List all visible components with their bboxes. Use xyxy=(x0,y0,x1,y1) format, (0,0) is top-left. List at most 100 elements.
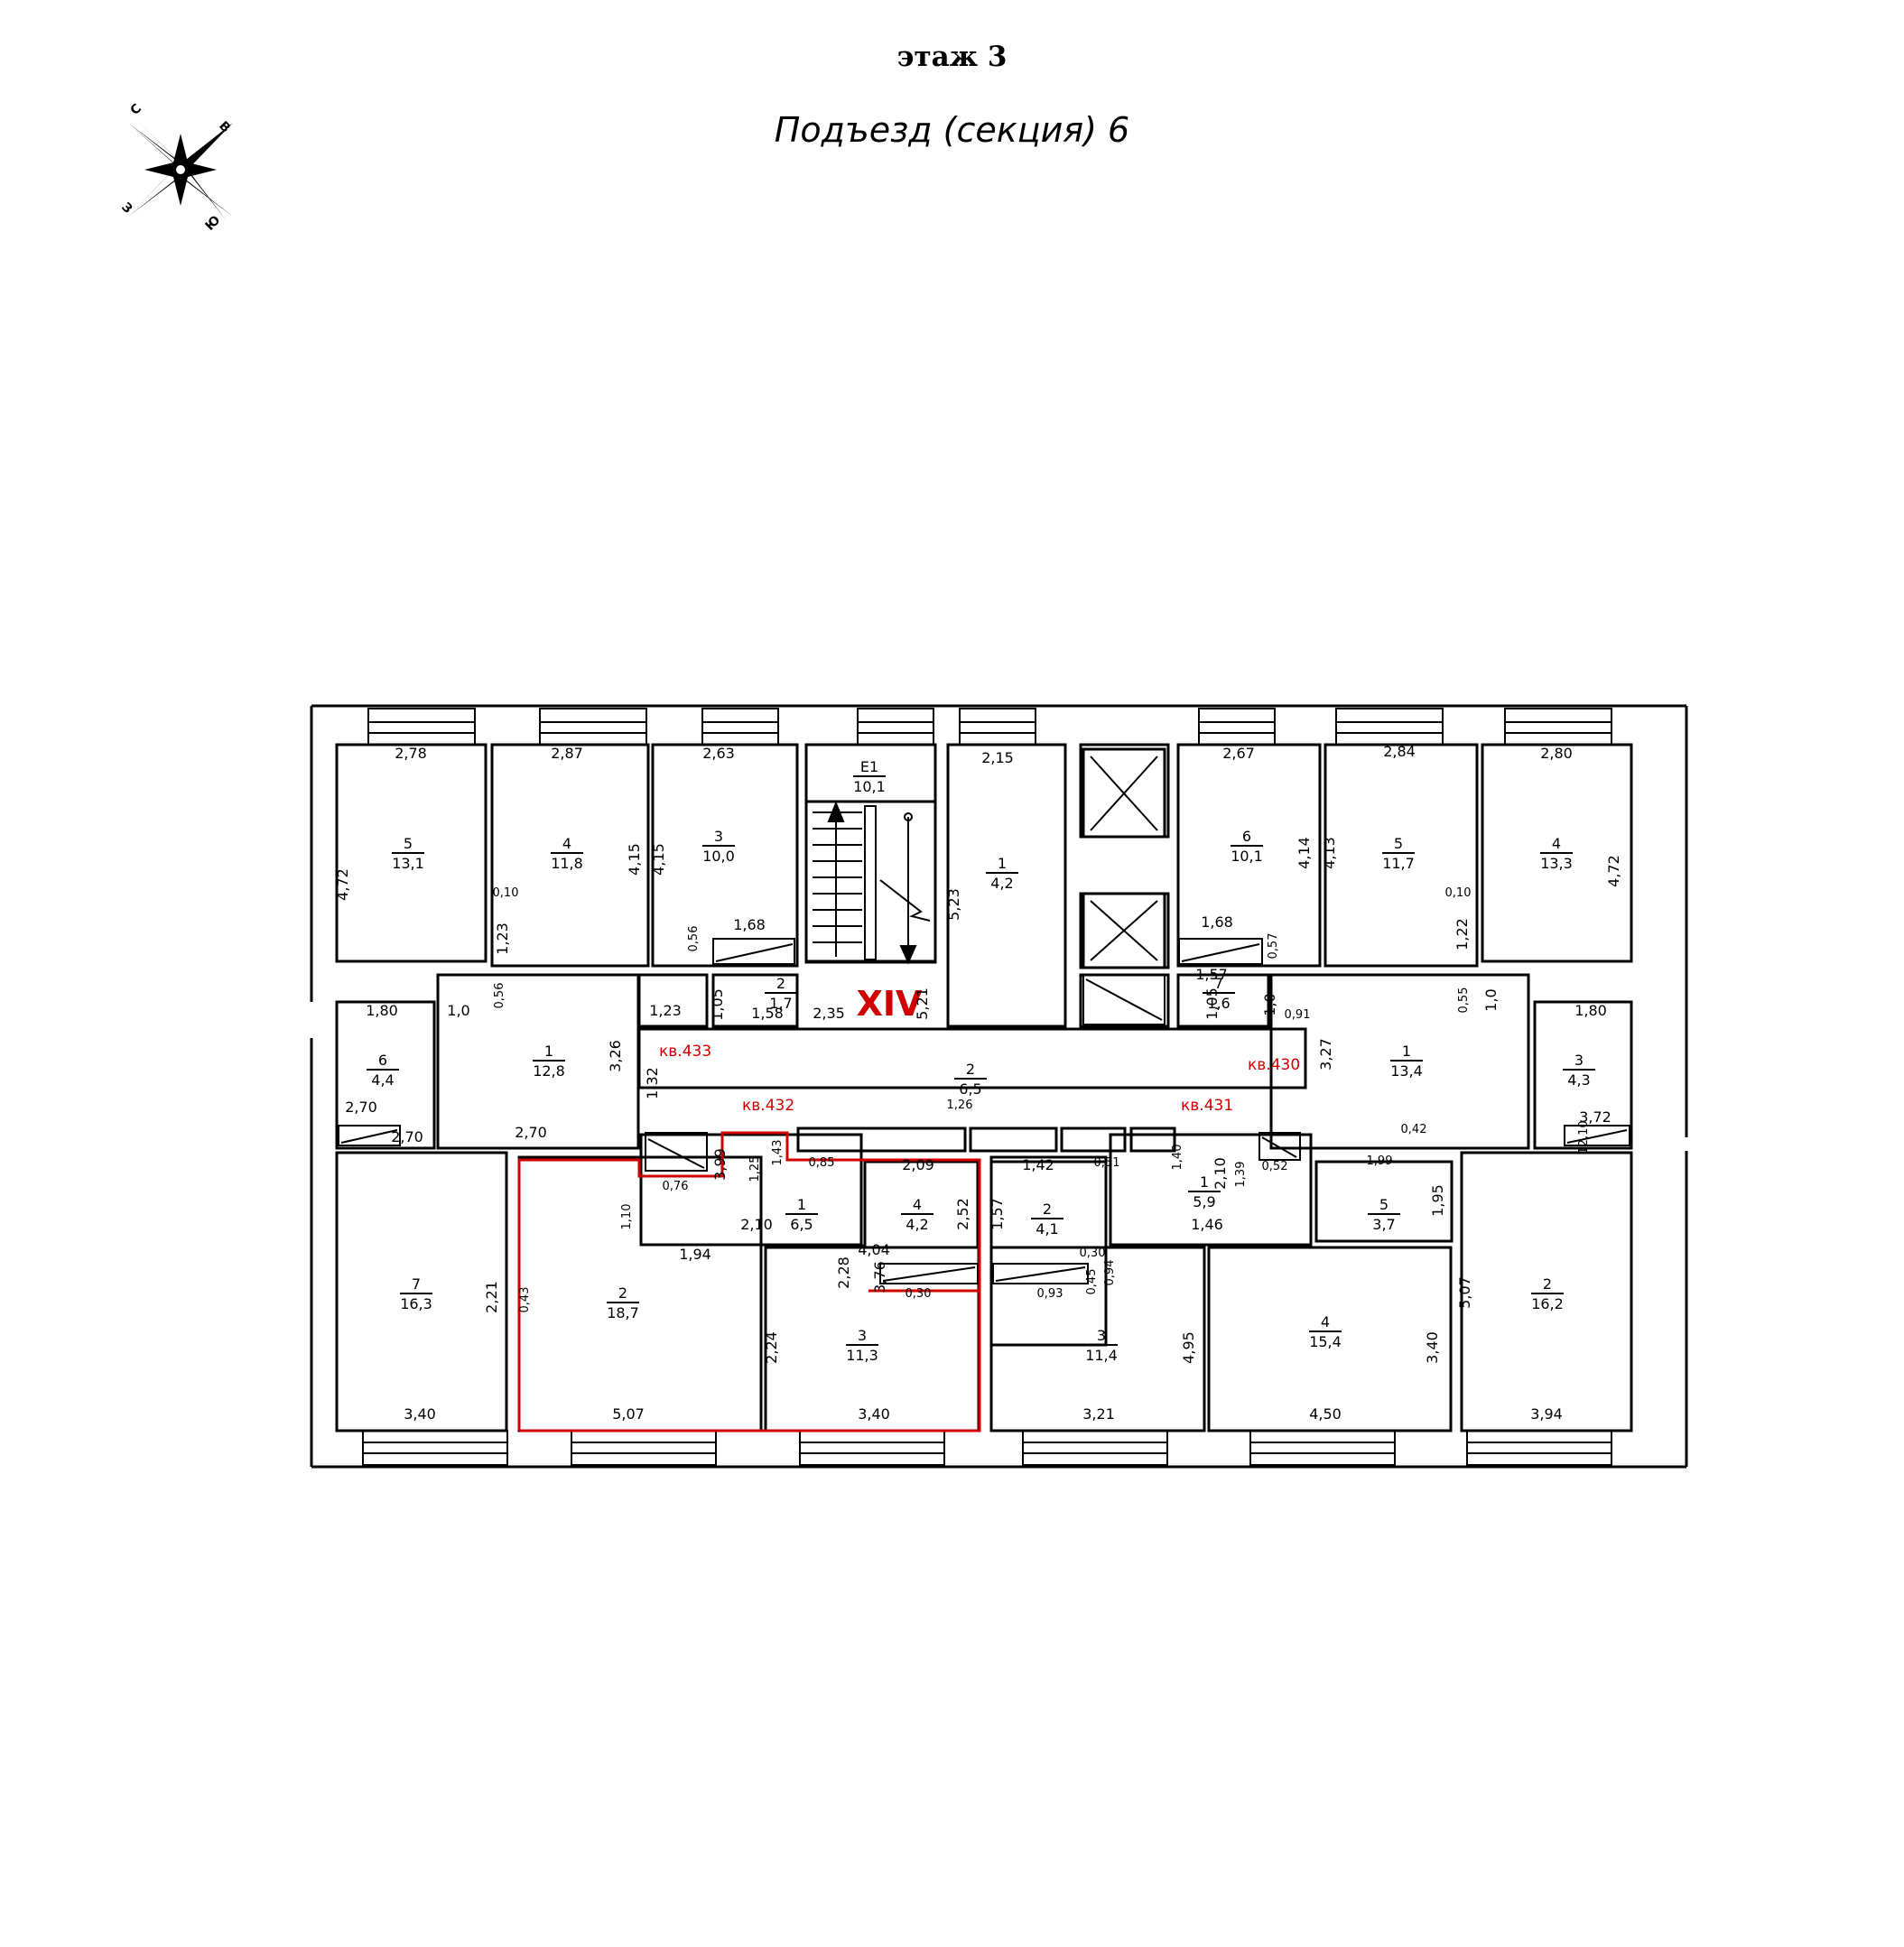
room-area: 1,7 xyxy=(769,995,792,1012)
room-label: 71,6 xyxy=(1203,975,1235,1012)
room-area: 4,4 xyxy=(371,1071,394,1089)
dimension-label: 2,10 xyxy=(1212,1157,1229,1190)
dimension-label: 2,28 xyxy=(835,1256,852,1289)
dimension-label: 1,80 xyxy=(366,1002,398,1019)
building-outline xyxy=(310,704,1688,1469)
dimension-label: 0,85 xyxy=(809,1156,835,1170)
dimension-label: 3,40 xyxy=(404,1405,436,1423)
room-number: 3 xyxy=(714,828,723,845)
dimension-label: 3,94 xyxy=(1530,1405,1563,1423)
dimension-label: 3,99 xyxy=(711,1148,729,1181)
dimension-label: 0,10 xyxy=(1445,886,1472,900)
dimension-label: 2,09 xyxy=(902,1156,934,1173)
dimension-label: 2,87 xyxy=(551,745,583,762)
room-label: 218,7 xyxy=(607,1284,639,1321)
dimension-label: 0,45 xyxy=(1085,1269,1099,1295)
room-area: 11,8 xyxy=(551,855,583,872)
dimension-label: 2,10 xyxy=(740,1216,773,1233)
room-area: 12,8 xyxy=(533,1062,565,1080)
room-area: 13,3 xyxy=(1540,855,1573,872)
dimension-label: 12,10 xyxy=(1577,1120,1591,1154)
dimension-label: 1,32 xyxy=(644,1067,661,1099)
room-area: 4,1 xyxy=(1036,1220,1058,1238)
floor-title: этаж 3 xyxy=(896,41,1008,73)
room-label: 44,2 xyxy=(901,1196,933,1233)
room-number: 1 xyxy=(1200,1173,1209,1191)
room-number: 4 xyxy=(1552,835,1561,852)
room-number: 1 xyxy=(797,1196,806,1213)
dimension-label: 3,94 xyxy=(0,0,16,4)
dimension-label: 3,19 xyxy=(0,0,16,4)
windows-top xyxy=(367,708,1612,746)
room-area: 6,5 xyxy=(959,1080,981,1098)
room-number: 5 xyxy=(1379,1196,1389,1213)
dimension-label: 0,56 xyxy=(687,926,701,952)
dimension-label: 3,76 xyxy=(871,1261,888,1293)
room-number: 7 xyxy=(412,1275,421,1293)
ventilation-duct-icon xyxy=(338,938,1630,1284)
room-number: 2 xyxy=(1043,1201,1052,1218)
stair-label: XIV xyxy=(857,984,923,1024)
dimension-label: 1,80 xyxy=(1574,1002,1607,1019)
dimension-label: 4,15 xyxy=(626,843,643,876)
dimension-label: 0,30 xyxy=(1080,1247,1106,1260)
room-number: 7 xyxy=(1214,975,1223,992)
dimension-label: 1,99 xyxy=(1367,1154,1393,1168)
room-area: 1,6 xyxy=(1207,995,1230,1012)
room-number: 6 xyxy=(378,1052,387,1069)
apartment-label-432: кв.432 xyxy=(742,1097,794,1115)
staircase-icon xyxy=(813,801,931,965)
dimension-label: 0,91 xyxy=(1285,1008,1311,1022)
room-label: 14,2 xyxy=(986,855,1018,892)
room-area: 16,3 xyxy=(400,1295,432,1312)
room-area: 4,2 xyxy=(906,1216,928,1233)
dimension-label: 0,56 xyxy=(493,983,506,1009)
dimension-label: 1,26 xyxy=(947,1099,973,1112)
room-area: 10,1 xyxy=(853,778,886,795)
dimension-label: 1,58 xyxy=(751,1005,784,1022)
dimension-label: 4,04 xyxy=(858,1241,890,1258)
dimension-label: 0,42 xyxy=(1401,1123,1427,1136)
room-number: 4 xyxy=(913,1196,922,1213)
dimension-label: 1,05 xyxy=(1203,987,1221,1020)
dimension-label: 5,07 xyxy=(1456,1276,1473,1309)
highlighted-apartment-outline xyxy=(517,1131,981,1432)
room-area: 13,4 xyxy=(1390,1062,1423,1080)
room-label: 24,1 xyxy=(1031,1201,1063,1238)
dimension-label: 1,23 xyxy=(494,923,511,955)
dimension-label: 0,76 xyxy=(663,1180,689,1193)
dimension-label: 3,27 xyxy=(1317,1038,1334,1071)
room-area: 5,9 xyxy=(1193,1193,1215,1210)
dimension-label: 3,72 xyxy=(1579,1108,1611,1126)
room-label: 511,7 xyxy=(1382,835,1415,872)
dimension-label: 1,0 xyxy=(1482,988,1500,1011)
dimension-label: 5,07 xyxy=(612,1405,645,1423)
dimension-label: 2,80 xyxy=(1540,745,1573,762)
room-label: 64,4 xyxy=(367,1052,399,1089)
room-label: 53,7 xyxy=(1368,1196,1400,1233)
dimension-label: 2,84 xyxy=(1383,743,1416,760)
apartment-label-431: кв.431 xyxy=(1181,1097,1233,1115)
room-label: 311,3 xyxy=(846,1327,878,1364)
elevator-shaft-icon xyxy=(1090,756,1158,961)
dimension-label: 5,23 xyxy=(945,888,962,921)
room-number: 1 xyxy=(1402,1043,1411,1060)
dimension-label: 1,40 xyxy=(1171,1145,1184,1171)
room-label: 413,3 xyxy=(1540,835,1573,872)
dimension-label: 2,35 xyxy=(813,1005,845,1022)
room-label: 112,8 xyxy=(533,1043,565,1080)
room-label: 310,0 xyxy=(702,828,735,865)
dimension-label: 0,10 xyxy=(493,886,519,900)
dimension-label: 4,50 xyxy=(1309,1405,1342,1423)
dimension-label: 3,40 xyxy=(858,1405,890,1423)
room-area: 15,4 xyxy=(1309,1333,1342,1350)
room-area: 13,1 xyxy=(392,855,424,872)
dimension-label: 3,40 xyxy=(1424,1331,1441,1364)
compass-letter-e: В xyxy=(216,119,233,136)
dimension-label: 1,10 xyxy=(620,1204,634,1230)
dimension-label: 1,23 xyxy=(649,1002,682,1019)
room-labels: 513,1411,8310,0Е110,114,2610,1511,7413,3… xyxy=(367,758,1595,1364)
dimension-label: 2,52 xyxy=(954,1198,971,1230)
dimension-label: 2,78 xyxy=(395,745,427,762)
room-number: 1 xyxy=(998,855,1007,872)
